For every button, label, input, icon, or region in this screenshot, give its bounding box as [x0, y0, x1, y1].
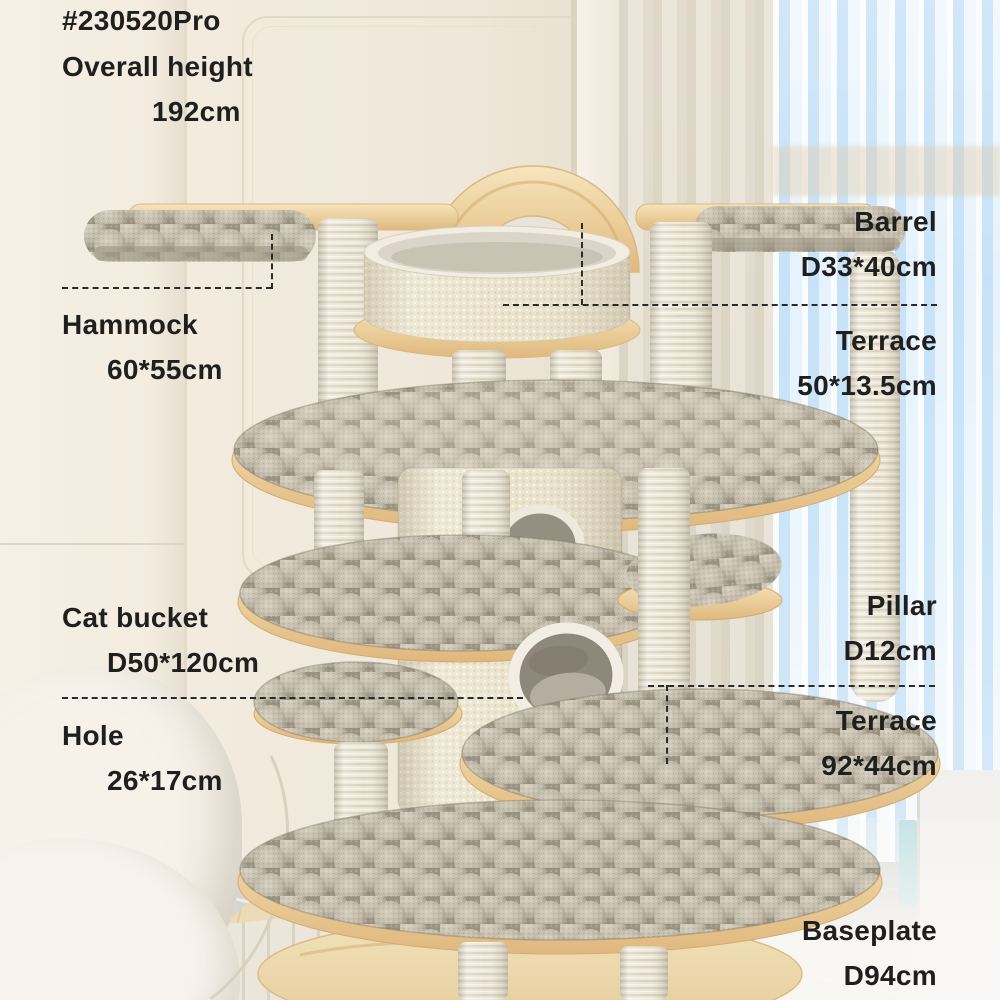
callout-hole-value: 26*17cm — [107, 765, 223, 796]
leader-terrace-vertical — [666, 685, 668, 764]
callout-terrace-top-label: Terrace — [835, 325, 937, 356]
overall-height-value: 192cm — [152, 96, 241, 127]
callout-baseplate-value: D94cm — [843, 960, 937, 991]
overall-height-label: Overall height — [62, 51, 253, 82]
callout-barrel-value: D33*40cm — [800, 251, 937, 282]
product-code: #230520Pro — [62, 5, 221, 36]
leader-terrace-horizontal — [648, 685, 935, 687]
callout-cat-bucket-label: Cat bucket — [62, 602, 209, 633]
callout-hole-label: Hole — [62, 720, 124, 751]
leader-hole-horizontal — [62, 697, 523, 699]
callout-barrel-label: Barrel — [854, 206, 937, 237]
callout-terrace-top-value: 50*13.5cm — [797, 370, 937, 401]
cat-tree-shadow — [250, 928, 810, 1000]
leader-hammock-vertical — [271, 234, 273, 289]
callout-baseplate-label: Baseplate — [802, 915, 937, 946]
wall-moulding-inner — [252, 26, 586, 568]
callout-terrace-mid-value: 92*44cm — [821, 750, 937, 781]
curtain-opaque — [619, 0, 773, 884]
leader-hammock-horizontal — [62, 287, 272, 289]
callout-pillar-label: Pillar — [866, 590, 937, 621]
leader-barrel-horizontal — [503, 304, 937, 306]
callout-cat-bucket-value: D50*120cm — [107, 647, 260, 678]
door-seam — [0, 543, 188, 545]
door-frame-line — [184, 0, 187, 866]
callout-pillar-value: D12cm — [843, 635, 937, 666]
door-jamb — [577, 0, 619, 872]
callout-hammock-value: 60*55cm — [107, 354, 223, 385]
callout-terrace-mid-label: Terrace — [835, 705, 937, 736]
callout-hammock-label: Hammock — [62, 309, 198, 340]
window-frame-band — [773, 146, 1000, 196]
leader-barrel-vertical — [581, 223, 583, 305]
